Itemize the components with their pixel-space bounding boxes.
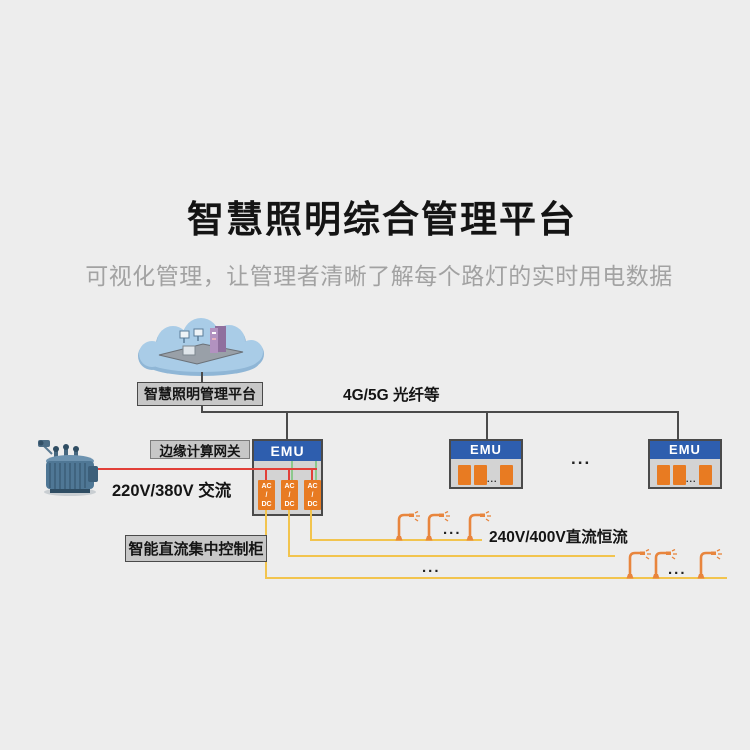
emu3-module-2 (673, 465, 686, 485)
cabinet-label: 智能直流集中控制柜 (125, 535, 267, 562)
acdc-module-2: AC / DC (281, 480, 298, 510)
emu2-module-ellipsis: ... (487, 474, 498, 484)
lamp-row1-ellipsis: ... (443, 521, 462, 538)
acdc-module-3-line2: / (311, 492, 314, 499)
emu2-title: EMU (451, 441, 521, 459)
gateway-label-text: 边缘计算网关 (159, 443, 241, 459)
street-lamp-icon (466, 511, 491, 541)
emu3-title: EMU (650, 441, 720, 459)
acdc-module-1-line2: / (265, 492, 268, 499)
dc-voltage-label: 240V/400V直流恒流 (489, 529, 628, 546)
acdc-module-2-line1: AC (284, 483, 295, 490)
page-title: 智慧照明综合管理平台 (187, 199, 577, 240)
ac-drop-3 (311, 469, 313, 481)
dc-feeder-3 (265, 577, 727, 579)
emu3-module-3 (699, 465, 712, 485)
line-4g5g-bus (201, 411, 679, 413)
cloud-server-icon (138, 318, 264, 376)
emu-row-ellipsis: ... (571, 449, 592, 468)
emu3-module-ellipsis: ... (686, 474, 697, 484)
acdc-module-3: AC / DC (304, 480, 321, 510)
acdc-module-1-line3: DC (261, 501, 272, 508)
emu3-module-1 (657, 465, 670, 485)
gateway-label: 边缘计算网关 (150, 440, 250, 459)
lamp-row3-ellipsis-right: ... (668, 561, 687, 578)
street-lamp-icon (652, 549, 677, 579)
dc-drop-2 (288, 510, 290, 557)
acdc-module-1: AC / DC (258, 480, 275, 510)
cabinet-label-text: 智能直流集中控制柜 (128, 541, 264, 558)
lamp-row3-ellipsis-left: ... (422, 559, 441, 576)
acdc-module-3-line1: AC (307, 483, 318, 490)
dc-feeder-2 (288, 555, 615, 557)
emu1-title: EMU (254, 441, 321, 461)
signal-line-1 (291, 461, 293, 481)
emu-unit-3: EMU ... (648, 439, 722, 489)
acdc-module-2-line2: / (288, 492, 291, 499)
emu2-module-2 (474, 465, 487, 485)
line-bus-to-emu2 (486, 411, 488, 440)
ac-drop-1 (265, 469, 267, 481)
platform-label-text: 智慧照明管理平台 (144, 386, 256, 402)
line-bus-to-emu1 (286, 411, 288, 440)
emu2-module-3 (500, 465, 513, 485)
street-lamp-icon (626, 549, 651, 579)
link-type-label: 4G/5G 光纤等 (343, 387, 440, 404)
line-bus-to-emu3 (677, 411, 679, 440)
emu-unit-2: EMU ... (449, 439, 523, 489)
signal-line-2 (315, 461, 317, 481)
transformer-icon (38, 440, 98, 496)
ac-voltage-label: 220V/380V 交流 (112, 482, 232, 500)
street-lamp-icon (697, 549, 722, 579)
acdc-module-3-line3: DC (307, 501, 318, 508)
street-lamp-icon (425, 511, 450, 541)
dc-drop-3 (310, 510, 312, 541)
street-lamp-icon (395, 511, 420, 541)
ac-drop-2 (288, 469, 290, 481)
platform-label: 智慧照明管理平台 (137, 382, 263, 406)
acdc-module-1-line1: AC (261, 483, 272, 490)
ac-power-line (90, 468, 317, 470)
page-subtitle: 可视化管理，让管理者清晰了解每个路灯的实时用电数据 (85, 263, 673, 289)
acdc-module-2-line3: DC (284, 501, 295, 508)
emu2-module-1 (458, 465, 471, 485)
